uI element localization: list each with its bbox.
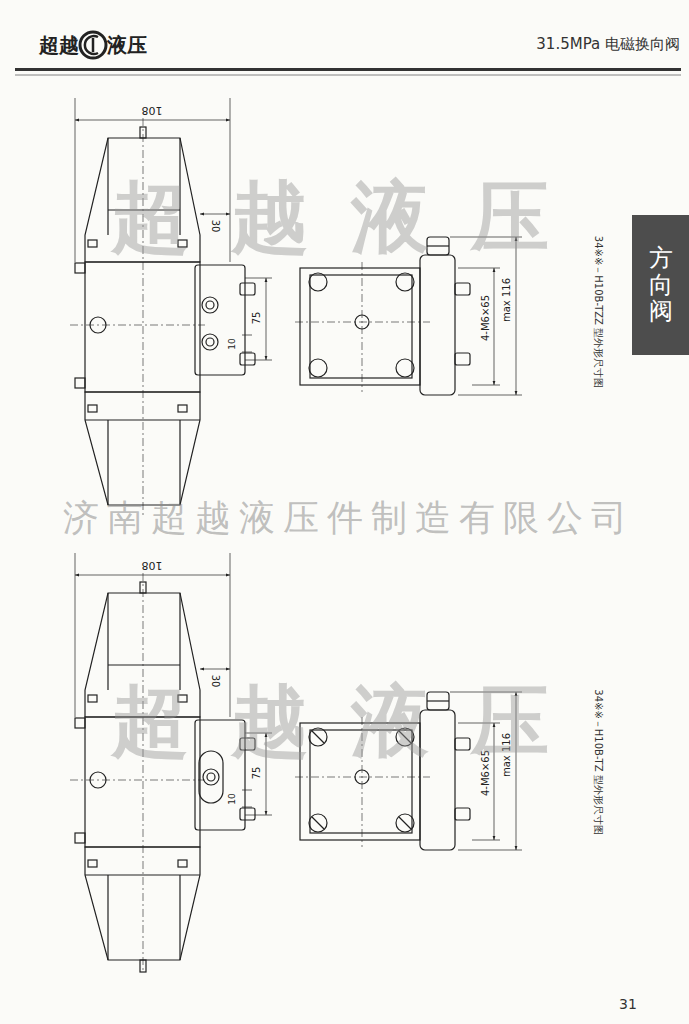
watermark: 济南超越液压件制造有限公司 xyxy=(55,498,635,538)
section-tab: 方向阀 xyxy=(632,215,689,355)
figure-caption: 34※※－H10B-TZZ 型外形尺寸图 xyxy=(593,236,604,388)
dimension: 108 xyxy=(142,559,163,571)
dimension: 108 xyxy=(142,104,163,116)
watermark: 超越液压 xyxy=(69,679,591,765)
dimension: 10 xyxy=(228,793,238,804)
tab-text: 方向阀 xyxy=(649,245,673,324)
dimension: 75 xyxy=(251,767,262,780)
watermark: 超越液压 xyxy=(69,175,591,261)
brand-name: 液压 xyxy=(107,34,147,56)
dimension: 75 xyxy=(251,312,262,325)
logo xyxy=(80,32,106,58)
brand-name: 超越 xyxy=(39,34,79,56)
page-number: 31 xyxy=(619,997,637,1012)
page-title: 31.5MPa 电磁换向阀 xyxy=(536,36,680,53)
dimension: 10 xyxy=(228,338,238,349)
figure-caption: 34※※－H10B-TZ 型外形尺寸图 xyxy=(593,689,604,834)
dimension: max 116 xyxy=(501,278,512,322)
dimension: 4-M6×65 xyxy=(480,295,491,341)
